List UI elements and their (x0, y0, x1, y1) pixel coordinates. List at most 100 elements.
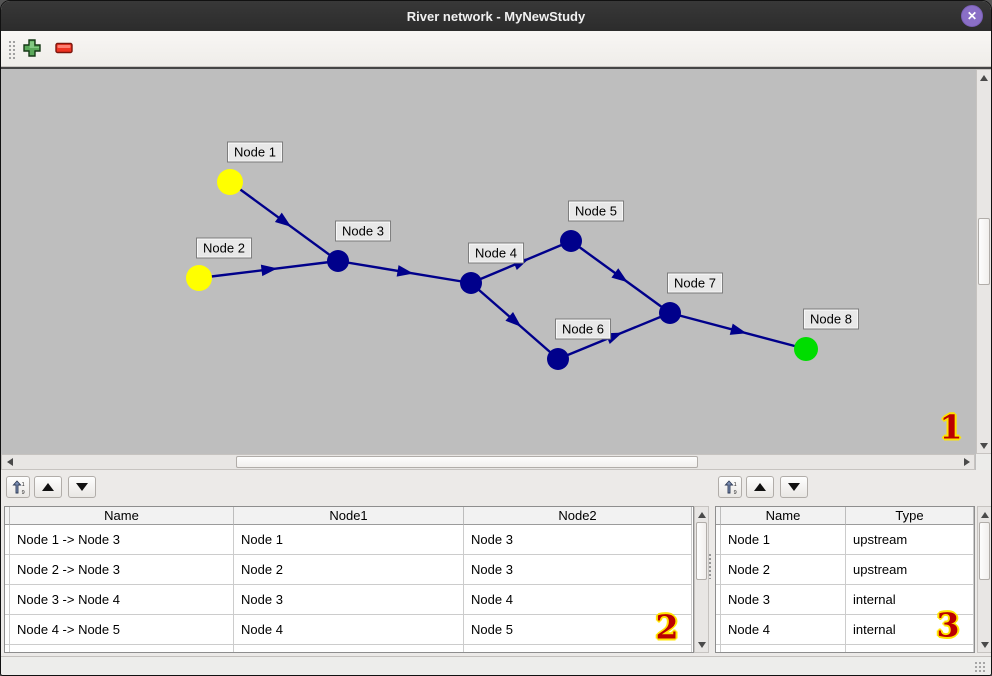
node-n4[interactable] (460, 272, 482, 294)
links-sort-button[interactable]: 1 9 (6, 476, 30, 498)
toolbar-separator (1, 67, 991, 69)
scroll-up-button[interactable] (695, 508, 708, 521)
node-label-n2[interactable]: Node 2 (196, 237, 252, 259)
nodes-sort-button[interactable]: 1 9 (718, 476, 742, 498)
node-label-n6[interactable]: Node 6 (555, 318, 611, 340)
table-cell: Node 3 (234, 585, 464, 615)
table-cell: Node 3 (721, 585, 846, 615)
window-title: River network - MyNewStudy (406, 8, 586, 24)
links-move-up-button[interactable] (34, 476, 62, 498)
add-icon (23, 39, 41, 57)
remove-icon (55, 42, 73, 54)
node-n8[interactable] (794, 337, 818, 361)
row-stub (5, 525, 10, 555)
canvas-vscroll-thumb[interactable] (978, 218, 990, 285)
row-stub (5, 615, 10, 645)
canvas-hscrollbar[interactable] (1, 454, 975, 470)
column-header[interactable]: Node2 (464, 507, 692, 525)
resize-grip-icon[interactable] (974, 661, 987, 673)
header-stub (716, 507, 721, 525)
edge-arrowhead-icon (611, 268, 628, 283)
column-header[interactable]: Node1 (234, 507, 464, 525)
scroll-right-button[interactable] (960, 455, 973, 468)
table-cell: Node 5 (464, 615, 692, 645)
table-cell: Node 1 (721, 525, 846, 555)
svg-text:9: 9 (21, 490, 24, 495)
node-label-n4[interactable]: Node 4 (468, 242, 524, 264)
node-label-n5[interactable]: Node 5 (568, 200, 624, 222)
column-header[interactable]: Name (10, 507, 234, 525)
table-cell: Node 3 (464, 525, 692, 555)
row-stub (5, 585, 10, 615)
node-label-n7[interactable]: Node 7 (667, 272, 723, 294)
nodes-vscroll-thumb[interactable] (979, 522, 990, 580)
links-table-vscrollbar[interactable] (694, 506, 709, 653)
table-row-partial (716, 645, 974, 652)
remove-node-button[interactable] (51, 35, 77, 61)
links-move-down-button[interactable] (68, 476, 96, 498)
title-bar[interactable]: River network - MyNewStudy ✕ (1, 1, 991, 31)
scroll-up-button[interactable] (977, 71, 990, 84)
vertical-splitter-handle[interactable] (708, 553, 713, 579)
annotation-number: 2 (655, 607, 679, 647)
close-icon: ✕ (966, 9, 978, 23)
table-cell: Node 3 -> Node 4 (10, 585, 234, 615)
triangle-up-icon (697, 511, 706, 518)
table-cell: Node 4 (464, 585, 692, 615)
node-n5[interactable] (560, 230, 582, 252)
node-label-n8[interactable]: Node 8 (803, 308, 859, 330)
status-bar (1, 656, 991, 675)
triangle-down-icon (980, 641, 989, 648)
node-n7[interactable] (659, 302, 681, 324)
triangle-up-icon (980, 511, 989, 518)
row-stub (716, 555, 721, 585)
node-n1[interactable] (217, 169, 243, 195)
links-vscroll-thumb[interactable] (696, 522, 707, 580)
edge-arrowhead-icon (260, 264, 278, 277)
node-label-n1[interactable]: Node 1 (227, 141, 283, 163)
column-header[interactable]: Name (721, 507, 846, 525)
column-header[interactable]: Type (846, 507, 974, 525)
close-button[interactable]: ✕ (961, 5, 983, 27)
table-cell: Node 4 -> Node 5 (10, 615, 234, 645)
node-n2[interactable] (186, 265, 212, 291)
scroll-left-button[interactable] (3, 455, 16, 468)
add-node-button[interactable] (19, 35, 45, 61)
canvas-vscrollbar[interactable] (976, 69, 991, 454)
scroll-down-button[interactable] (977, 439, 990, 452)
scroll-up-button[interactable] (978, 508, 991, 521)
triangle-down-icon (979, 442, 988, 449)
scrollbar-corner (976, 454, 991, 470)
canvas-hscroll-thumb[interactable] (236, 456, 698, 468)
svg-text:1: 1 (21, 482, 24, 488)
triangle-left-icon (6, 457, 13, 466)
table-row-partial (5, 645, 693, 652)
nodes-move-down-button[interactable] (780, 476, 808, 498)
nodes-table-vscrollbar[interactable] (977, 506, 991, 653)
node-n6[interactable] (547, 348, 569, 370)
node-n3[interactable] (327, 250, 349, 272)
node-label-n3[interactable]: Node 3 (335, 220, 391, 242)
scroll-down-button[interactable] (978, 638, 991, 651)
sort-ascending-icon: 1 9 (723, 479, 736, 495)
row-stub (5, 555, 10, 585)
nodes-move-up-button[interactable] (746, 476, 774, 498)
scroll-down-button[interactable] (695, 638, 708, 651)
row-stub (716, 585, 721, 615)
table-cell: internal (846, 615, 974, 645)
toolbar-grip-icon[interactable] (8, 40, 17, 60)
network-canvas[interactable]: Node 1 Node 2 Node 3 Node 4 Node 5 Node 6 Node… (1, 69, 991, 470)
